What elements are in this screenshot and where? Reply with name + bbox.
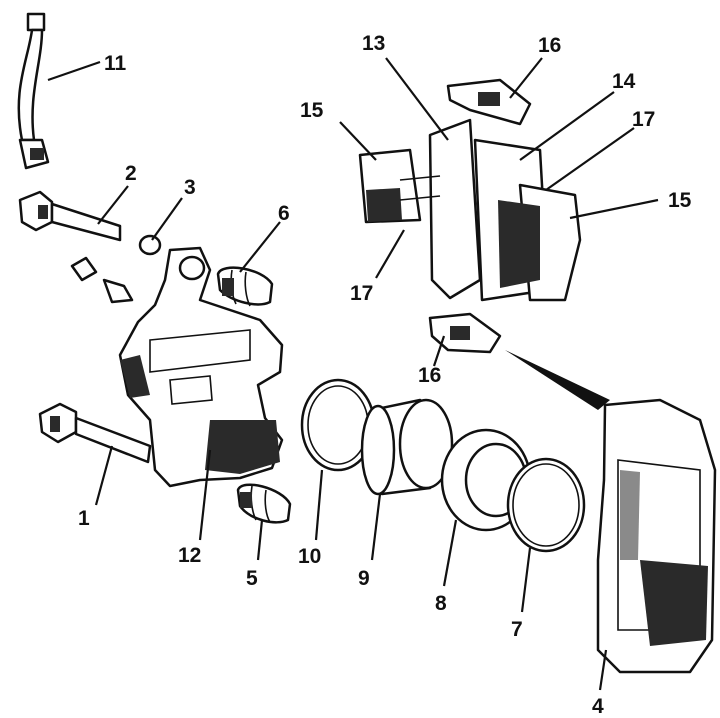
part-guide-bolt-lower bbox=[38, 402, 152, 464]
part-sleeve bbox=[138, 234, 162, 256]
part-brake-hose bbox=[17, 12, 50, 170]
callout-15-left: 15 bbox=[300, 99, 324, 122]
part-guide-bolt-upper bbox=[18, 190, 122, 242]
part-bleeder-screw bbox=[70, 256, 134, 304]
part-caliper-housing bbox=[118, 246, 284, 488]
part-anti-rattle-spring-lower bbox=[428, 312, 502, 354]
callout-16-bottom: 16 bbox=[418, 364, 441, 387]
callout-7: 7 bbox=[511, 618, 523, 641]
callout-17-left: 17 bbox=[350, 282, 373, 305]
callout-10: 10 bbox=[298, 545, 321, 568]
callout-4: 4 bbox=[592, 695, 604, 718]
callout-14: 14 bbox=[612, 70, 636, 93]
callout-1: 1 bbox=[78, 507, 90, 530]
callout-13: 13 bbox=[362, 32, 385, 55]
part-dust-boot-lower bbox=[236, 483, 292, 524]
callout-16-top: 16 bbox=[538, 34, 561, 57]
callout-9: 9 bbox=[358, 567, 370, 590]
part-retaining-ring bbox=[506, 457, 586, 553]
part-caliper-bracket bbox=[596, 398, 717, 674]
direction-arrow bbox=[505, 350, 610, 410]
callout-11: 11 bbox=[104, 52, 127, 75]
callout-8: 8 bbox=[435, 592, 447, 615]
callout-2: 2 bbox=[125, 162, 137, 185]
callout-15-right: 15 bbox=[668, 189, 692, 212]
part-pad-assembly bbox=[358, 118, 582, 302]
callout-17-right: 17 bbox=[632, 108, 655, 131]
part-piston bbox=[360, 398, 454, 496]
part-anti-rattle-spring-upper bbox=[446, 78, 532, 126]
callout-3: 3 bbox=[184, 176, 196, 199]
part-dust-boot-upper bbox=[216, 266, 274, 307]
callout-12: 12 bbox=[178, 544, 201, 567]
callout-5: 5 bbox=[246, 567, 258, 590]
leader-lines bbox=[47, 57, 659, 691]
callout-6: 6 bbox=[278, 202, 290, 225]
